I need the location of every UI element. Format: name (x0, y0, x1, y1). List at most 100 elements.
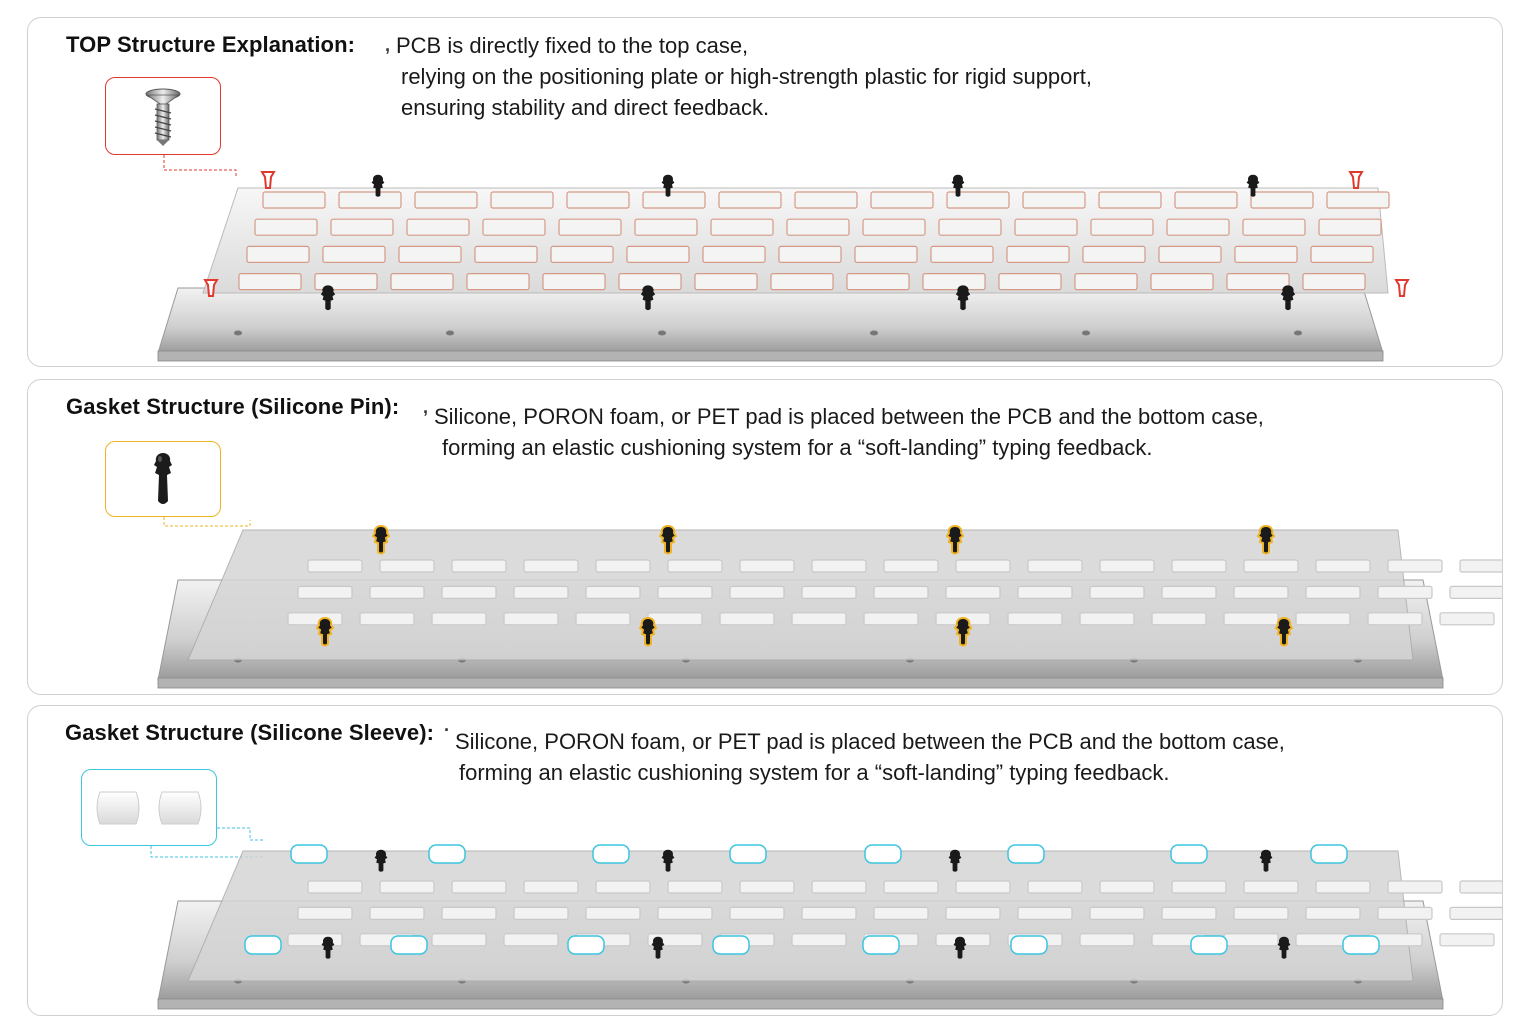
key-cutout (558, 218, 622, 236)
bullet-mark: , (423, 397, 429, 417)
key-cutout (1302, 272, 1366, 291)
switch-plate (202, 187, 1389, 294)
key-cutout (634, 218, 698, 236)
silicone-pin (1246, 174, 1260, 197)
silicone-pin (651, 936, 665, 959)
screw-callout (105, 77, 221, 155)
key-cutout (1439, 612, 1495, 626)
key-cutout (647, 612, 703, 626)
silicone-pin (953, 616, 973, 647)
key-cutout (1226, 272, 1290, 291)
silicone-pin (315, 616, 335, 647)
top-structure-panel: TOP Structure Explanation: , PCB is dire… (27, 17, 1503, 367)
key-cutout (710, 218, 774, 236)
key-cutout (702, 245, 766, 264)
key-cutout (791, 612, 847, 626)
key-cutout (1166, 218, 1230, 236)
key-cutout (998, 272, 1062, 291)
key-cutout (739, 559, 795, 573)
silicone-sleeve-callout (81, 769, 217, 846)
description-line: PCB is directly fixed to the top case, (396, 33, 749, 58)
key-cutout (414, 191, 478, 209)
callout-leader-line (163, 517, 251, 527)
key-cutout (1295, 612, 1351, 626)
key-cutout (1367, 612, 1423, 626)
key-cutout (1174, 191, 1238, 209)
silicone-sleeve (1190, 935, 1228, 955)
bottom-case (157, 287, 1384, 354)
key-cutout (322, 245, 386, 264)
key-cutout (1151, 612, 1207, 626)
key-cutout (626, 245, 690, 264)
keyboard-top-mount-diagram (157, 171, 1410, 362)
silicone-pin (661, 174, 675, 197)
key-cutout (955, 559, 1011, 573)
key-cutout (369, 906, 425, 921)
key-cutout (1315, 880, 1371, 894)
key-cutout (1310, 245, 1374, 264)
key-cutout (1243, 559, 1299, 573)
silicone-sleeve (712, 935, 750, 955)
silicone-pin (945, 524, 965, 555)
key-cutout (854, 245, 918, 264)
silicone-pin (1274, 616, 1294, 647)
mounting-screw (203, 279, 219, 297)
key-cutout (945, 585, 1001, 600)
description-line: forming an elastic cushioning system for… (442, 435, 1153, 460)
section-title: Gasket Structure (Silicone Sleeve): (65, 720, 435, 745)
key-cutout (379, 880, 435, 894)
key-cutout (595, 880, 651, 894)
key-cutout (846, 272, 910, 291)
key-cutout (873, 906, 929, 921)
key-cutout (451, 559, 507, 573)
silicone-sleeve (244, 935, 282, 955)
key-cutout (1377, 906, 1433, 921)
key-cutout (1326, 191, 1390, 209)
key-cutout (1079, 612, 1135, 626)
key-cutout (694, 272, 758, 291)
key-cutout (1305, 585, 1361, 600)
silicone-sleeve (864, 844, 902, 864)
key-cutout (585, 585, 641, 600)
mounting-screw (1348, 171, 1364, 189)
key-cutout (513, 906, 569, 921)
key-cutout (474, 245, 538, 264)
key-cutout (719, 612, 775, 626)
key-cutout (922, 272, 986, 291)
silicone-pin (1280, 285, 1296, 311)
key-cutout (1074, 272, 1138, 291)
key-cutout (246, 245, 310, 264)
key-cutout (338, 191, 402, 209)
key-cutout (595, 559, 651, 573)
key-cutout (441, 585, 497, 600)
key-cutout (667, 880, 723, 894)
key-cutout (1089, 585, 1145, 600)
callout-leader-line (163, 155, 237, 176)
mounting-screw (1394, 279, 1410, 297)
description-line: relying on the positioning plate or high… (401, 64, 1092, 89)
silicone-sleeve (729, 844, 767, 864)
key-cutout (254, 218, 318, 236)
description-line: Silicone, PORON foam, or PET pad is plac… (434, 404, 1264, 429)
keyboard-gasket-pin-diagram (157, 524, 1502, 689)
section-description: Silicone, PORON foam, or PET pad is plac… (455, 726, 1285, 788)
key-cutout (1223, 612, 1279, 626)
key-cutout (883, 880, 939, 894)
key-cutout (482, 218, 546, 236)
silicone-pin (948, 849, 962, 872)
key-cutout (1459, 880, 1502, 894)
silicone-sleeve (1310, 844, 1348, 864)
silicone-pin (320, 285, 336, 311)
key-cutout (503, 933, 559, 947)
key-cutout (718, 191, 782, 209)
gasket-pin-panel: Gasket Structure (Silicone Pin): , Silic… (27, 379, 1503, 695)
case-edge (157, 677, 1444, 689)
silicone-pin (321, 936, 335, 959)
case-hole (1294, 330, 1302, 336)
key-cutout (729, 906, 785, 921)
case-hole (870, 330, 878, 336)
silicone-pin (371, 174, 385, 197)
key-cutout (1006, 245, 1070, 264)
key-cutout (938, 218, 1002, 236)
key-cutout (513, 585, 569, 600)
